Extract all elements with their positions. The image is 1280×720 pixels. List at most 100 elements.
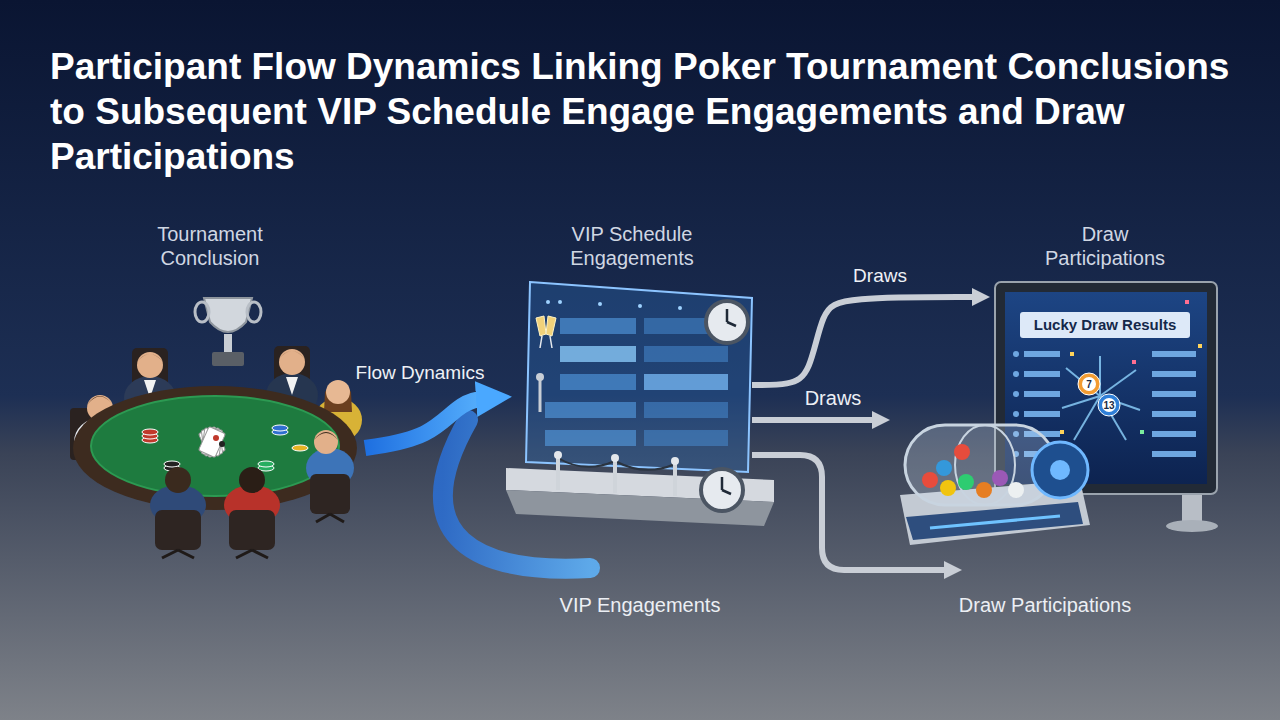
- vip-schedule-panel-part: [536, 316, 556, 336]
- screen-heading: Lucky Draw Results: [1020, 312, 1190, 338]
- node-heading: VIP Schedule Engagements: [547, 222, 717, 270]
- vip-schedule-panel-part-part: [598, 302, 602, 306]
- vip-schedule-panel-part: [726, 309, 729, 322]
- vip-schedule-panel-part-part: [558, 458, 615, 467]
- lottery-machine-part: [1050, 460, 1070, 480]
- lottery-machine-part: [940, 480, 956, 496]
- vip-schedule-panel-part: [536, 373, 544, 381]
- vip-schedule-panel-part: [546, 300, 682, 310]
- vip-schedule-panel-part-part: [560, 374, 636, 390]
- vip-schedule-panel-part-part: [671, 457, 679, 465]
- poker-table-scene-part-part: [178, 550, 194, 558]
- connector-label: Draws: [835, 264, 925, 287]
- results-monitor-part-part: [1066, 368, 1100, 396]
- poker-table-scene-part: [195, 302, 209, 322]
- vip-schedule-panel-part: [706, 301, 748, 343]
- diagram-node: Tournament Conclusion: [55, 222, 365, 562]
- lottery-machine-part: [955, 425, 1015, 505]
- lottery-machine-part: [1008, 482, 1024, 498]
- vip-schedule-panel-part: [701, 469, 743, 511]
- poker-table-scene-part-part: [316, 514, 330, 522]
- vip-schedule-panel-part-part: [546, 316, 556, 336]
- vip-schedule-panel-part-part: [556, 456, 560, 490]
- results-monitor-part-part: [1140, 430, 1144, 434]
- poker-table-scene-part-part: [198, 426, 225, 457]
- vip-schedule-panel-part-part: [560, 318, 636, 334]
- poker-table-scene-part-part: [164, 461, 180, 467]
- lottery-machine-part: [922, 472, 938, 488]
- results-monitor-part-part: [1024, 391, 1060, 397]
- vip-schedule-panel: [506, 282, 774, 526]
- results-monitor-part: [1062, 356, 1140, 440]
- vip-schedule-panel-part-part: [545, 402, 636, 418]
- node-heading: Draw Participations: [1030, 222, 1180, 270]
- poker-table-scene-part-part: [219, 441, 225, 447]
- poker-table-scene-part: [165, 467, 191, 493]
- results-monitor-part-part: [1100, 370, 1136, 396]
- vip-schedule-panel-part-part: [536, 316, 546, 336]
- poker-table-scene-part-part: [162, 550, 178, 558]
- results-monitor-part-part: [1013, 411, 1019, 417]
- vip-schedule-panel-part-part: [615, 461, 675, 470]
- poker-table-scene-part-part: [330, 514, 344, 522]
- lottery-machine-part: [936, 460, 952, 476]
- lottery-machine-part: [930, 516, 1060, 528]
- poker-table-scene-part-part: [236, 550, 252, 558]
- vip-schedule-panel-part-part: [611, 454, 619, 462]
- lottery-machine: [900, 425, 1090, 545]
- flow-arrows-part: [752, 417, 880, 423]
- vip-schedule-panel-part-part: [554, 451, 562, 459]
- vip-schedule-panel-part-part: [644, 374, 728, 390]
- poker-table-scene-part-part: [258, 461, 274, 467]
- poker-table-scene-part: [324, 381, 352, 412]
- poker-table-scene: [70, 298, 362, 558]
- vip-schedule-panel-part: [554, 451, 679, 465]
- results-monitor-part-part: [1152, 391, 1196, 397]
- poker-table-scene-part: [155, 510, 201, 550]
- poker-table-scene-part: [239, 467, 265, 493]
- vip-schedule-panel-part-part: [673, 462, 677, 496]
- results-monitor-part-part: [1099, 356, 1101, 396]
- vip-schedule-panel-part-part: [546, 300, 550, 304]
- poker-table-scene-part-part: [272, 425, 288, 431]
- poker-table-scene-part: [326, 380, 350, 404]
- poker-table-scene-part-part: [213, 435, 219, 441]
- lottery-machine-part: [906, 502, 1083, 540]
- results-monitor-part: [1098, 394, 1120, 416]
- results-monitor-part: [1102, 398, 1116, 412]
- connector-label: Draws: [805, 387, 862, 410]
- poker-table-scene-part: [137, 352, 163, 378]
- results-monitor-part-part: [1024, 351, 1060, 357]
- results-monitor-part-part: [1198, 344, 1202, 348]
- poker-table-scene-part: [198, 426, 225, 457]
- results-monitor-part-part: [1152, 451, 1196, 457]
- poker-table-scene-part: [286, 377, 298, 395]
- vip-schedule-panel-part: [727, 322, 736, 326]
- poker-table-scene-part: [310, 474, 350, 514]
- flow-arrows: [443, 420, 952, 570]
- vip-schedule-panel-part-part: [540, 336, 542, 348]
- flow-connector: [752, 297, 980, 385]
- results-monitor-part-part: [1062, 396, 1100, 408]
- vip-schedule-panel-part-part: [638, 304, 642, 308]
- results-monitor-part-part: [1152, 351, 1196, 357]
- lottery-machine-part: [992, 470, 1008, 486]
- poker-table-scene-part: [212, 352, 244, 366]
- lottery-machine-part: [958, 474, 974, 490]
- results-monitor-part-part: [1185, 300, 1189, 304]
- connector-label: Flow Dynamics: [355, 361, 485, 384]
- results-monitor-part-part: [1132, 360, 1136, 364]
- results-monitor-part-part: [1100, 396, 1126, 440]
- vip-schedule-panel-part: [721, 477, 724, 490]
- poker-table-scene-part: [279, 349, 305, 375]
- ball-number: 13: [1103, 400, 1114, 411]
- flow-connector: [365, 398, 492, 448]
- lottery-machine-part: [1032, 442, 1088, 498]
- results-monitor-part: [1078, 373, 1100, 395]
- vip-schedule-panel-part-part: [678, 306, 682, 310]
- poker-table-scene-part: [204, 298, 252, 332]
- lottery-machine-part: [954, 444, 970, 460]
- vip-schedule-panel-part: [722, 490, 731, 494]
